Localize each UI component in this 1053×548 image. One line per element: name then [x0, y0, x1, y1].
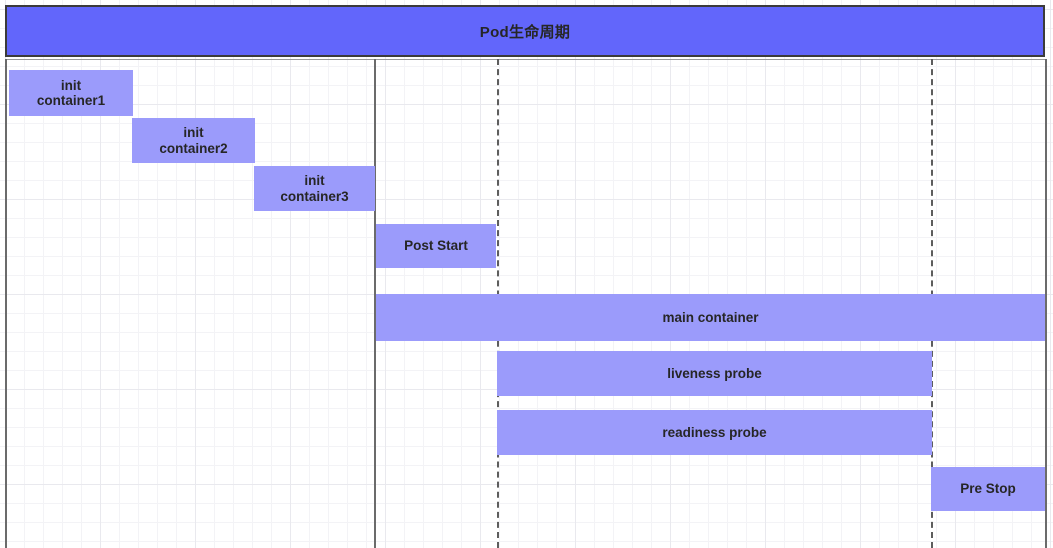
chart-top-border [5, 59, 1045, 60]
page-title: Pod生命周期 [479, 23, 571, 41]
lifecycle-bar: Post Start [376, 224, 496, 268]
lifecycle-bar: main container [376, 294, 1045, 341]
lifecycle-bar-label: Post Start [404, 238, 468, 254]
lifecycle-bar-label: init container3 [280, 173, 349, 204]
lifecycle-bar-label: Pre Stop [960, 481, 1016, 497]
lifecycle-bar-label: readiness probe [662, 424, 767, 440]
lifecycle-bar-label: init container2 [159, 125, 228, 156]
diagram-title-bar: Pod生命周期 [5, 5, 1045, 57]
lifecycle-bar: readiness probe [497, 410, 932, 455]
lifecycle-bar: liveness probe [497, 351, 932, 396]
init-phase-end-line [374, 59, 376, 548]
lifecycle-bar-label: main container [662, 309, 759, 325]
chart-right-border [1045, 59, 1047, 548]
chart-left-border [5, 59, 7, 548]
lifecycle-bar: init container1 [9, 70, 133, 116]
lifecycle-bar: init container3 [254, 166, 375, 211]
lifecycle-bar-label: liveness probe [667, 365, 762, 381]
lifecycle-bar-label: init container1 [36, 77, 106, 108]
lifecycle-bar: init container2 [132, 118, 255, 163]
lifecycle-bar: Pre Stop [931, 467, 1045, 511]
